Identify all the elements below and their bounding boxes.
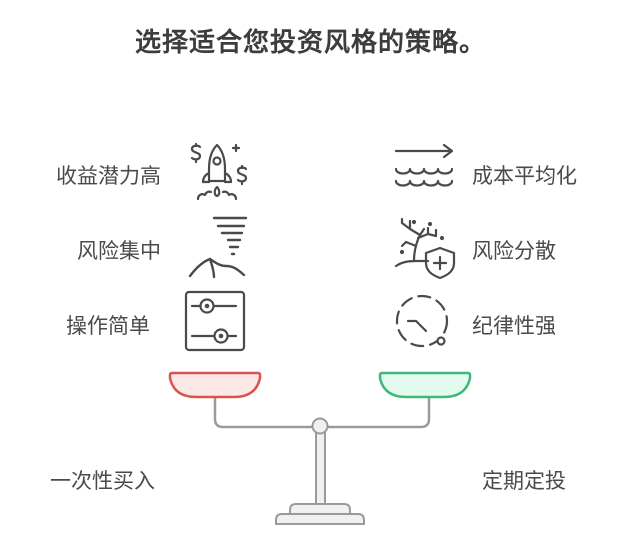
waves-arrow-icon: [394, 143, 458, 195]
feature-label-strong-discipline: 纪律性强: [472, 314, 556, 338]
strategy-label-lump-sum: 一次性买入: [50, 469, 155, 493]
scale-pivot: [311, 417, 329, 435]
scale-base-bottom: [275, 513, 365, 525]
left-pan: [168, 371, 262, 399]
dashed-clock-icon: [394, 291, 456, 353]
sliders-icon: [184, 290, 246, 352]
feature-label-concentrated-risk: 风险集中: [77, 239, 161, 263]
strategy-label-dca: 定期定投: [482, 469, 566, 493]
scale-base-top: [289, 503, 351, 515]
scale-pole: [315, 429, 326, 506]
tree-shield-icon: [392, 214, 458, 280]
feature-label-cost-averaging: 成本平均化: [472, 164, 577, 188]
right-pan: [378, 371, 472, 399]
page-title: 选择适合您投资风格的策略。: [134, 28, 486, 58]
feature-label-simple-operation: 操作简单: [66, 314, 150, 338]
tornado-icon: [184, 212, 256, 284]
feature-label-risk-diversification: 风险分散: [472, 239, 556, 263]
feature-label-high-return: 收益潜力高: [56, 164, 161, 188]
rocket-money-icon: [184, 137, 256, 209]
